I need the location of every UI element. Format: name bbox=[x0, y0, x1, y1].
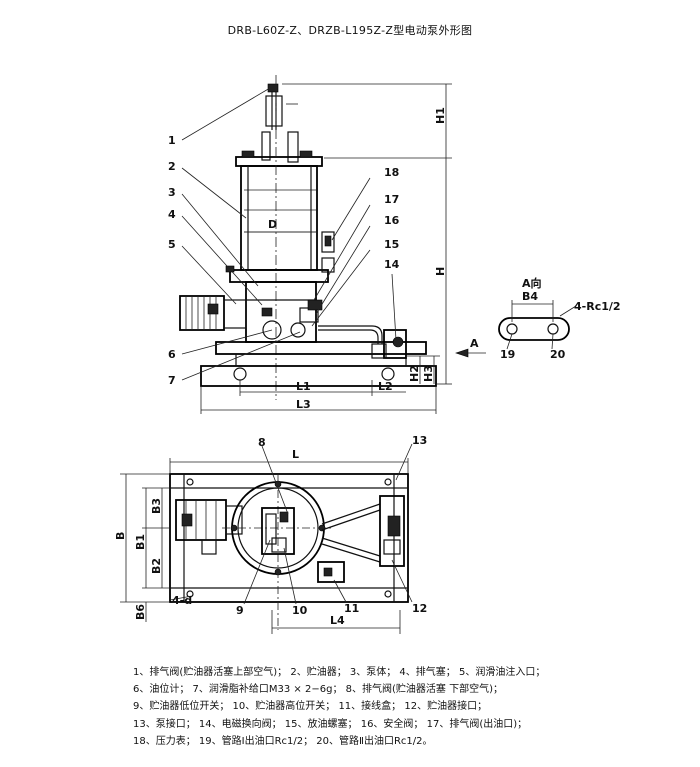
callout-3: 3 bbox=[168, 186, 176, 199]
callout-5: 5 bbox=[168, 238, 176, 251]
callout-2: 2 bbox=[168, 160, 176, 173]
view-label-a: A向 bbox=[522, 276, 542, 290]
callout-16: 16 bbox=[384, 214, 400, 227]
callout-9: 9 bbox=[236, 604, 244, 617]
front-view: D bbox=[179, 75, 437, 400]
top-view bbox=[169, 473, 409, 630]
callout-7: 7 bbox=[168, 374, 176, 387]
dim-B3: B3 bbox=[150, 498, 163, 514]
callout-1: 1 bbox=[168, 134, 176, 147]
dim-B: B bbox=[114, 532, 127, 540]
legend-line: 9、贮油器低位开关； 10、贮油器高位开关； 11、接线盒； 12、贮油器接口； bbox=[133, 701, 488, 713]
dim-H: H bbox=[434, 267, 447, 276]
dim-4-d: 4-d bbox=[172, 594, 192, 607]
dim-B2: B2 bbox=[150, 558, 163, 574]
legend-line: 18、压力表； 19、管路Ⅰ出油口Rc1/2； 20、管路Ⅱ出油口Rc1/2。 bbox=[133, 735, 433, 747]
dim-L3: L3 bbox=[296, 398, 311, 411]
dim-B1: B1 bbox=[134, 534, 147, 550]
callout-15: 15 bbox=[384, 238, 399, 251]
page-title: DRB-L60Z-Z、DRZB-L195Z-Z型电动泵外形图 bbox=[227, 24, 473, 37]
callout-19: 19 bbox=[500, 348, 515, 361]
front-view-leaders bbox=[181, 87, 397, 381]
callout-18: 18 bbox=[384, 166, 399, 179]
callout-10: 10 bbox=[292, 604, 308, 617]
front-view-dimensions: H1 H H2 H3 L1 L2 L3 A bbox=[200, 83, 486, 414]
callout-17: 17 bbox=[384, 193, 399, 206]
callout-numbers: 1 2 3 4 5 6 7 8 9 10 11 12 13 14 15 16 1… bbox=[168, 134, 566, 617]
callout-20: 20 bbox=[550, 348, 566, 361]
callout-6: 6 bbox=[168, 348, 176, 361]
dim-L1: L1 bbox=[296, 380, 311, 393]
dim-H2: H2 bbox=[408, 365, 421, 382]
dim-B4: B4 bbox=[522, 290, 538, 303]
callout-4: 4 bbox=[168, 208, 176, 221]
dim-L4: L4 bbox=[330, 614, 345, 627]
dim-rc: 4-Rc1/2 bbox=[574, 300, 621, 313]
legend-line: 6、油位计； 7、润滑脂补给口M33 × 2−6g； 8、排气阀(贮油器活塞 下… bbox=[133, 684, 503, 696]
top-view-leaders bbox=[243, 443, 413, 605]
callout-12: 12 bbox=[412, 602, 427, 615]
legend-line: 13、泵接口； 14、电磁换向阀； 15、放油螺塞； 16、安全阀； 17、排气… bbox=[133, 718, 528, 730]
dim-L: L bbox=[292, 448, 299, 461]
callout-11: 11 bbox=[344, 602, 359, 615]
callout-8: 8 bbox=[258, 436, 266, 449]
dim-H1: H1 bbox=[434, 107, 447, 124]
callout-14: 14 bbox=[384, 258, 400, 271]
top-view-dimensions: L L4 B B1 B3 B2 B6 4-d bbox=[114, 448, 409, 634]
dim-D: D bbox=[268, 218, 277, 231]
callout-13: 13 bbox=[412, 434, 427, 447]
a-direction-view: A向 B4 4-Rc1/2 bbox=[498, 276, 621, 350]
dim-B6: B6 bbox=[134, 604, 147, 620]
parts-legend: 1、排气阀(贮油器活塞上部空气)； 2、贮油器； 3、泵体； 4、排气塞； 5、… bbox=[133, 664, 693, 750]
dim-A: A bbox=[470, 337, 479, 350]
dim-H3: H3 bbox=[422, 365, 435, 382]
legend-line: 1、排气阀(贮油器活塞上部空气)； 2、贮油器； 3、泵体； 4、排气塞； 5、… bbox=[133, 667, 546, 678]
dim-L2: L2 bbox=[378, 380, 393, 393]
